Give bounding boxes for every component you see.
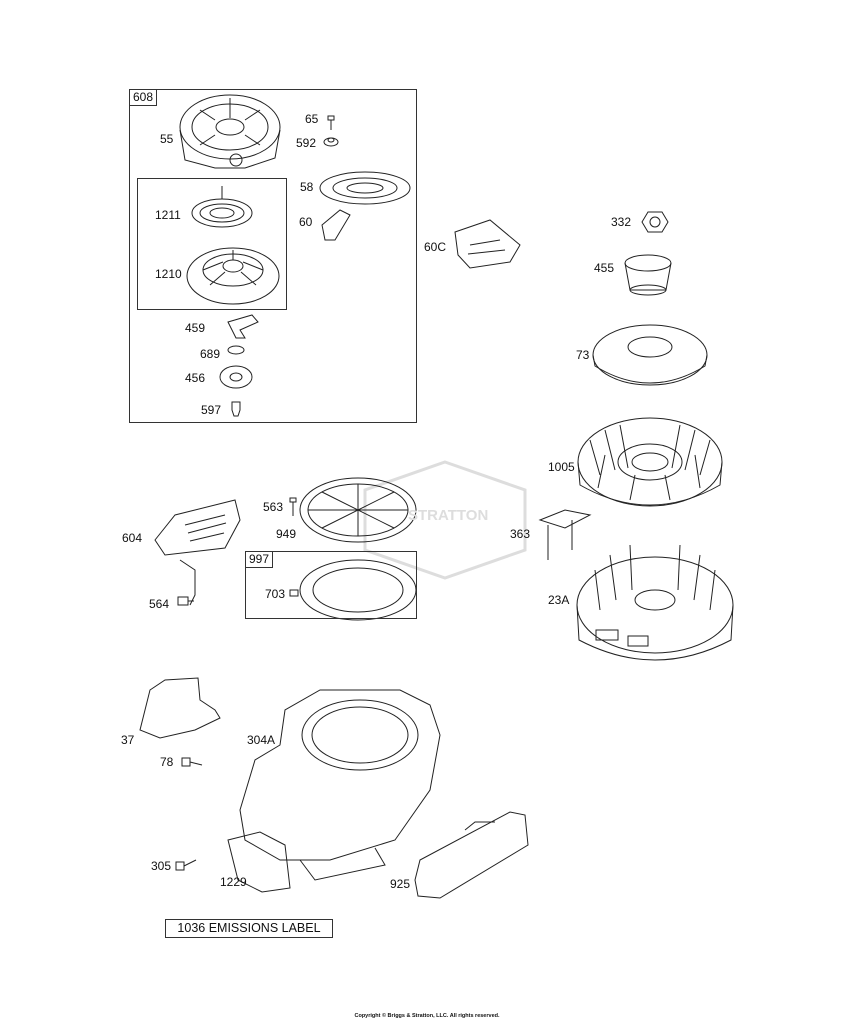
watermark-text: STRATTON — [408, 507, 489, 524]
nut-332 — [641, 211, 669, 233]
cup-455 — [624, 254, 672, 296]
part-label-305: 305 — [151, 859, 172, 873]
duct-925 — [414, 811, 529, 899]
screw-78 — [181, 757, 203, 767]
part-label-73: 73 — [576, 348, 590, 362]
rewind-spring-1211 — [191, 186, 253, 228]
part-label-60c: 60C — [424, 240, 447, 254]
part-label-949: 949 — [276, 527, 297, 541]
part-label-58: 58 — [300, 180, 314, 194]
guard-604 — [154, 499, 241, 606]
plate-1229 — [227, 831, 291, 893]
part-label-689: 689 — [200, 347, 221, 361]
part-label-925: 925 — [390, 877, 411, 891]
watermark-logo — [363, 460, 527, 580]
screw-65 — [327, 115, 335, 130]
grille-949 — [299, 477, 417, 543]
emissions-label-box: 1036 EMISSIONS LABEL — [165, 919, 333, 938]
part-label-592: 592 — [296, 136, 317, 150]
part-label-597: 597 — [201, 403, 222, 417]
part-label-55: 55 — [160, 132, 174, 146]
blower-housing-304a — [239, 689, 441, 881]
copyright-text: Copyright © Briggs & Stratton, LLC. All … — [354, 1013, 500, 1019]
part-label-1210: 1210 — [155, 267, 182, 281]
starter-housing-55 — [179, 94, 281, 169]
part-label-455: 455 — [594, 261, 615, 275]
part-label-459: 459 — [185, 321, 206, 335]
pawl-459 — [227, 314, 259, 339]
part-label-564: 564 — [149, 597, 170, 611]
retainer-456 — [219, 365, 253, 389]
sub-box-pulley — [137, 178, 287, 310]
part-label-304a: 304A — [247, 733, 276, 747]
part-label-363: 363 — [510, 527, 531, 541]
part-label-563: 563 — [263, 500, 284, 514]
part-label-604: 604 — [122, 531, 143, 545]
bracket-363 — [538, 509, 592, 560]
rope-58 — [319, 171, 411, 205]
watermark: STRATTON — [360, 462, 530, 582]
screw-563 — [289, 497, 297, 516]
part-label-1211: 1211 — [155, 208, 181, 222]
handle-60 — [321, 209, 351, 241]
part-label-60: 60 — [299, 215, 313, 229]
part-label-37: 37 — [121, 733, 135, 747]
group-box-997 — [245, 551, 417, 619]
part-label-456: 456 — [185, 371, 206, 385]
part-label-332: 332 — [611, 215, 632, 229]
pulley-1210 — [186, 247, 280, 305]
part-label-78: 78 — [160, 755, 174, 769]
screen-73 — [592, 324, 708, 386]
group-label-608: 608 — [129, 89, 158, 106]
part-label-703: 703 — [265, 587, 286, 601]
part-label-65: 65 — [305, 112, 319, 126]
handle-60c — [454, 219, 521, 269]
group-label-997: 997 — [245, 551, 274, 568]
nut-592 — [323, 137, 339, 147]
part-label-1005: 1005 — [548, 460, 575, 474]
group-box-608 — [129, 89, 417, 423]
screw-564 — [177, 596, 194, 606]
clip-703-small — [289, 589, 299, 597]
flywheel-23a — [576, 544, 734, 661]
part-label-1229: 1229 — [220, 875, 247, 889]
fan-1005 — [577, 417, 723, 507]
screw-597 — [231, 401, 241, 417]
screw-305 — [175, 859, 197, 871]
baffle-37 — [139, 677, 221, 739]
ring-689 — [227, 345, 245, 355]
part-label-23a: 23A — [548, 593, 570, 607]
